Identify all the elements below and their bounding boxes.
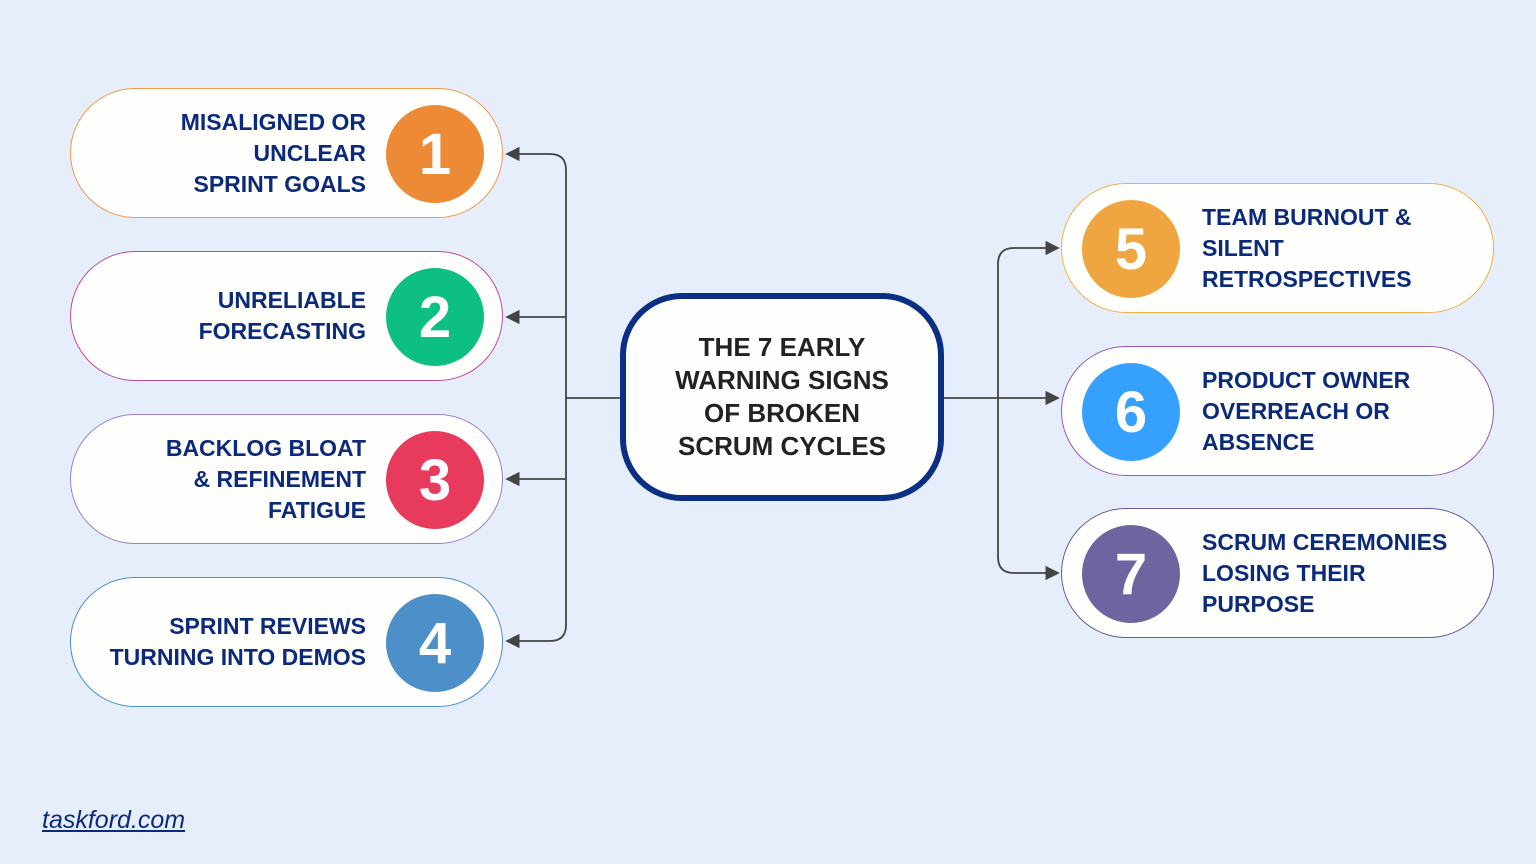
sign-4-text: SPRINT REVIEWS TURNING INTO DEMOS: [109, 613, 366, 670]
sign-7: 7 SCRUM CEREMONIES LOSING THEIR PURPOSE: [1061, 508, 1494, 638]
sign-1-number: 1: [386, 105, 484, 203]
connector-1: [505, 146, 567, 171]
website-link[interactable]: taskford.com: [42, 806, 186, 834]
sign-4-number: 4: [386, 594, 484, 692]
connector-4: [505, 624, 567, 649]
sign-3: BACKLOG BLOAT & REFINEMENT FATIGUE 3: [70, 414, 503, 544]
connector-7: [997, 556, 1060, 581]
sign-4: SPRINT REVIEWS TURNING INTO DEMOS 4: [70, 577, 503, 707]
sign-2-number: 2: [386, 268, 484, 366]
sign-6-text: PRODUCT OWNER OVERREACH OR ABSENCE: [1202, 366, 1411, 455]
sign-7-number: 7: [1082, 525, 1180, 623]
sign-7-text: SCRUM CEREMONIES LOSING THEIR PURPOSE: [1202, 528, 1448, 617]
center-title: THE 7 EARLY WARNING SIGNS OF BROKEN SCRU…: [620, 293, 944, 501]
connector-5: [997, 240, 1060, 265]
sign-1: MISALIGNED OR UNCLEAR SPRINT GOALS 1: [70, 88, 503, 218]
sign-6: 6 PRODUCT OWNER OVERREACH OR ABSENCE: [1061, 346, 1494, 476]
sign-2-text: UNRELIABLE FORECASTING: [198, 287, 366, 344]
sign-3-number: 3: [386, 431, 484, 529]
sign-2: UNRELIABLE FORECASTING 2: [70, 251, 503, 381]
sign-5-number: 5: [1082, 200, 1180, 298]
sign-5-text: TEAM BURNOUT & SILENT RETROSPECTIVES: [1202, 203, 1412, 292]
sign-5: 5 TEAM BURNOUT & SILENT RETROSPECTIVES: [1061, 183, 1494, 313]
sign-1-text: MISALIGNED OR UNCLEAR SPRINT GOALS: [180, 108, 366, 197]
sign-6-number: 6: [1082, 363, 1180, 461]
sign-3-text: BACKLOG BLOAT & REFINEMENT FATIGUE: [165, 434, 366, 523]
